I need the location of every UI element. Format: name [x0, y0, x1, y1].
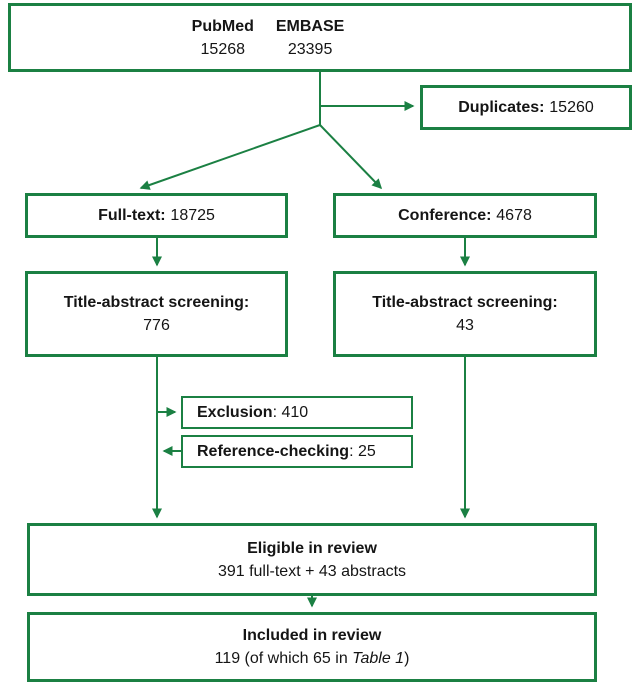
duplicates-label: Duplicates: — [458, 99, 545, 116]
source-count: 23395 — [287, 40, 333, 58]
duplicates-box: Duplicates:15260 — [420, 85, 632, 130]
full-text-value: 18725 — [170, 207, 215, 224]
tas-left-value: 776 — [143, 317, 170, 334]
eligible-in-review-box: Eligible in review 391 full-text + 43 ab… — [27, 523, 597, 596]
reference-checking-label: Reference-checking — [197, 443, 350, 460]
duplicates-value: 15260 — [549, 99, 594, 116]
source-name: PubMed — [191, 17, 254, 35]
source-embase: EMBASE 23395 — [276, 15, 344, 61]
tas-right-label: Title-abstract screening: — [372, 294, 558, 311]
included-title: Included in review — [242, 627, 382, 644]
reference-checking-box: Reference-checking: 25 — [181, 435, 413, 468]
exclusion-value: : 410 — [272, 404, 309, 421]
sources-box: PubMed 15268 EMBASE 23395 — [8, 3, 632, 72]
included-in-review-box: Included in review 119 (of which 65 in T… — [27, 612, 597, 682]
tas-left-label: Title-abstract screening: — [63, 294, 250, 311]
full-text-label: Full-text: — [98, 207, 166, 224]
title-abstract-screening-right-box: Title-abstract screening: 43 — [333, 271, 597, 357]
title-abstract-screening-left-box: Title-abstract screening: 776 — [25, 271, 288, 357]
source-pubmed: PubMed 15268 — [192, 15, 254, 61]
eligible-detail: 391 full-text + 43 abstracts — [217, 562, 407, 580]
full-text-box: Full-text:18725 — [25, 193, 288, 238]
included-detail: 119 (of which 65 in Table 1) — [214, 650, 410, 667]
tas-right-value: 43 — [456, 317, 474, 334]
conference-label: Conference: — [398, 207, 492, 224]
exclusion-box: Exclusion: 410 — [181, 396, 413, 429]
conference-box: Conference:4678 — [333, 193, 597, 238]
conference-value: 4678 — [496, 207, 532, 224]
source-count: 15268 — [200, 40, 246, 58]
source-name: EMBASE — [275, 17, 345, 35]
eligible-title: Eligible in review — [247, 539, 377, 557]
reference-checking-value: : 25 — [349, 443, 376, 460]
exclusion-label: Exclusion — [197, 404, 273, 421]
